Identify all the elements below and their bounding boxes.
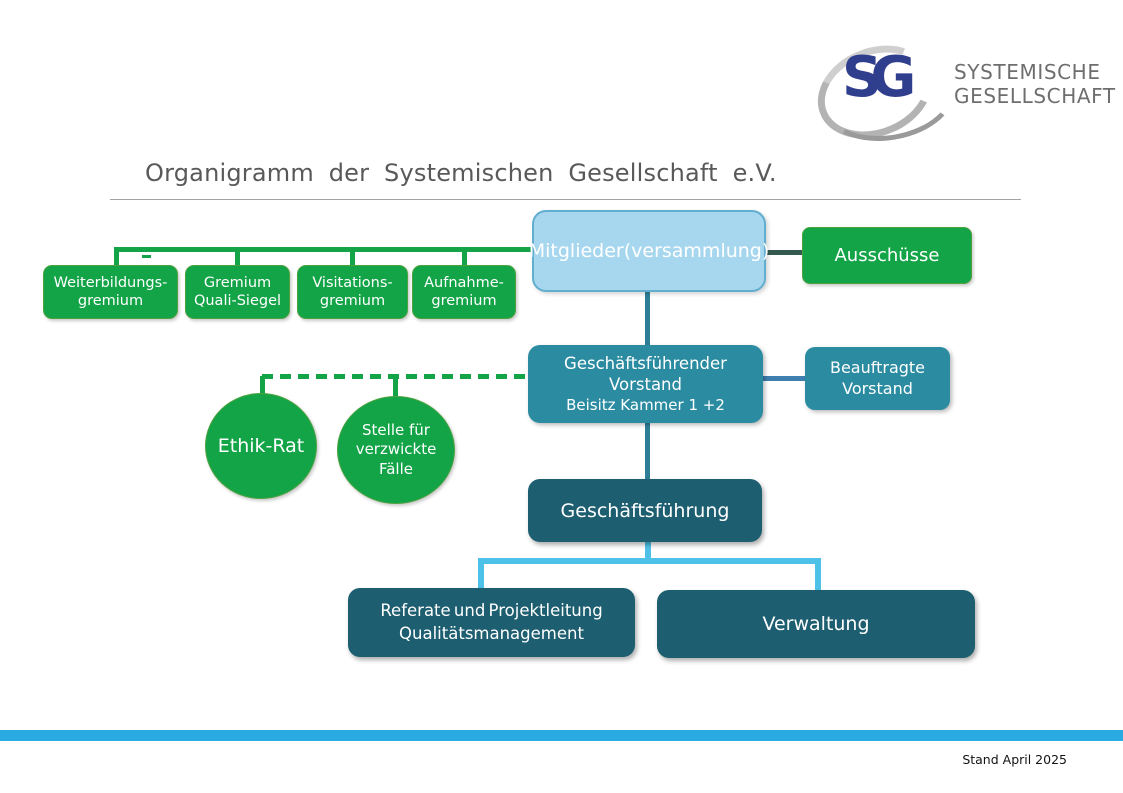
title-divider	[110, 199, 1021, 200]
logo-name-line2: GESELLSCHAFT	[954, 84, 1116, 109]
node-label-line1: Beauftragte	[829, 357, 926, 377]
connector-mitglieder-ausschuesse	[766, 250, 802, 255]
node-beauftragte-vorstand: Beauftragte Vorstand	[805, 347, 950, 410]
footer-accent-bar	[0, 730, 1123, 741]
node-label-line1: Aufnahme-	[424, 274, 504, 291]
connector-gf-drop-verwaltung	[815, 558, 821, 591]
connector-vorstand-beauftragte	[763, 376, 805, 381]
node-verwaltung: Verwaltung	[657, 590, 975, 658]
connector-gremien-horizontal	[114, 247, 532, 252]
connector-gf-down	[645, 542, 651, 560]
node-weiterbildungsgremium: Weiterbildungs- gremium	[43, 265, 178, 319]
node-label-line3: Beisitz Kammer 1 +2	[566, 395, 725, 414]
connector-gf-horizontal	[478, 558, 821, 564]
node-mitgliederversammlung: Mitglieder(versammlung)	[529, 210, 769, 292]
company-logo: SG SYSTEMISCHE GESELLSCHAFT	[803, 29, 1118, 155]
logo-monogram: SG	[842, 45, 916, 110]
node-gremium-quali-siegel: Gremium Quali-Siegel	[185, 265, 290, 319]
node-label-line1: Weiterbildungs-	[53, 274, 168, 291]
node-geschaeftsfuehrung: Geschäftsführung	[528, 479, 762, 542]
node-label-line2: gremium	[431, 293, 497, 309]
connector-gremien-drop-3	[350, 250, 355, 265]
node-label-line2: Vorstand	[842, 378, 913, 398]
node-label-line2: Vorstand	[609, 375, 682, 395]
node-label-line1: Referate und Projektleitung	[380, 601, 603, 621]
node-label-line1: Visitations-	[312, 274, 393, 291]
node-visitationsgremium: Visitations- gremium	[297, 265, 408, 319]
node-ethik-rat: Ethik-Rat	[205, 393, 317, 499]
node-label: Geschäftsführung	[560, 499, 730, 522]
node-referate-qualitaetsmanagement: Referate und Projektleitung Qualitätsman…	[348, 588, 635, 657]
node-label-line2: Quali-Siegel	[193, 293, 282, 309]
node-label: Mitglieder(versammlung)	[528, 240, 770, 262]
connector-stelle-stub	[393, 376, 398, 402]
connector-vorstand-geschaeftsfuehrung	[645, 423, 650, 479]
connector-gf-drop-referate	[478, 558, 484, 589]
page-title: Organigramm der Systemischen Gesellschaf…	[145, 159, 777, 187]
node-label-line2: Qualitätsmanagement	[399, 623, 584, 643]
connector-gremien-drop-4	[462, 250, 467, 265]
stray-green-dash	[142, 255, 151, 258]
node-label-line1: Gremium	[203, 274, 272, 291]
connector-gremien-drop-1	[114, 247, 119, 265]
node-label: Verwaltung	[762, 613, 870, 635]
node-label: Ethik-Rat	[217, 435, 305, 457]
node-label-line1: Stelle für	[362, 420, 430, 439]
date-note: Stand April 2025	[962, 752, 1067, 767]
node-stelle-verzwickte-faelle: Stelle für verzwickte Fälle	[337, 396, 455, 504]
node-label: Ausschüsse	[834, 245, 940, 266]
node-label-line3: Fälle	[378, 459, 413, 478]
logo-company-name: SYSTEMISCHE GESELLSCHAFT	[954, 60, 1118, 109]
node-label-line2: gremium	[77, 293, 144, 309]
node-geschaeftsfuehrender-vorstand: Geschäftsführender Vorstand Beisitz Kamm…	[528, 345, 763, 423]
logo-name-line1: SYSTEMISCHE	[954, 60, 1101, 84]
node-ausschuesse: Ausschüsse	[802, 227, 972, 284]
connector-ethikrat-stub	[260, 376, 265, 395]
node-label-line2: gremium	[319, 293, 386, 309]
node-label-line1: Geschäftsführender	[564, 353, 727, 373]
node-label-line2: verzwickte	[355, 440, 437, 459]
connector-mitglieder-vorstand	[645, 292, 650, 345]
connector-gremien-drop-2	[235, 250, 240, 265]
node-aufnahmegremium: Aufnahme- gremium	[412, 265, 516, 319]
